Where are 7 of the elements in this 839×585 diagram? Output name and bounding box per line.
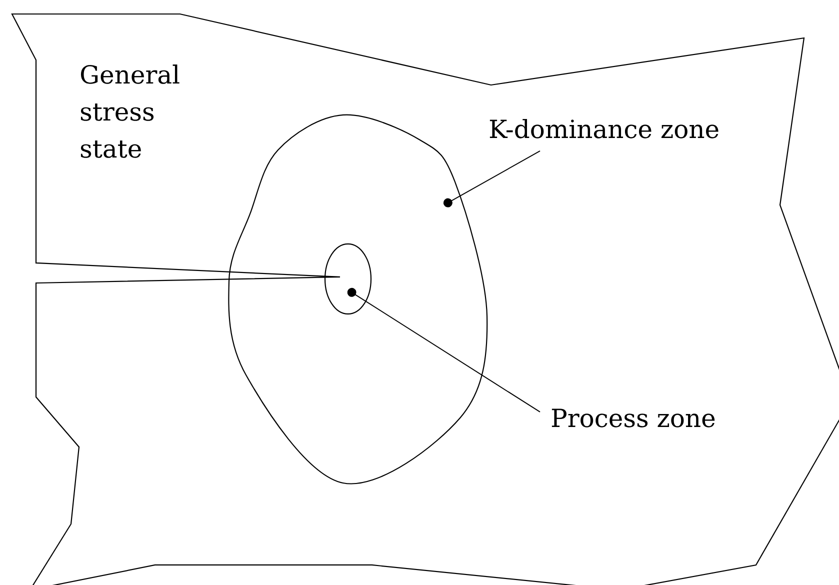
- zone-outline: [228, 114, 488, 484]
- zone-label: K-dominance zone: [490, 119, 718, 138]
- leader-line: [347, 288, 540, 412]
- region-label: General stress state: [80, 64, 180, 158]
- zone-label: Process zone: [552, 408, 715, 428]
- leader-line: [443, 150, 540, 208]
- zone-ellipse: [324, 243, 372, 315]
